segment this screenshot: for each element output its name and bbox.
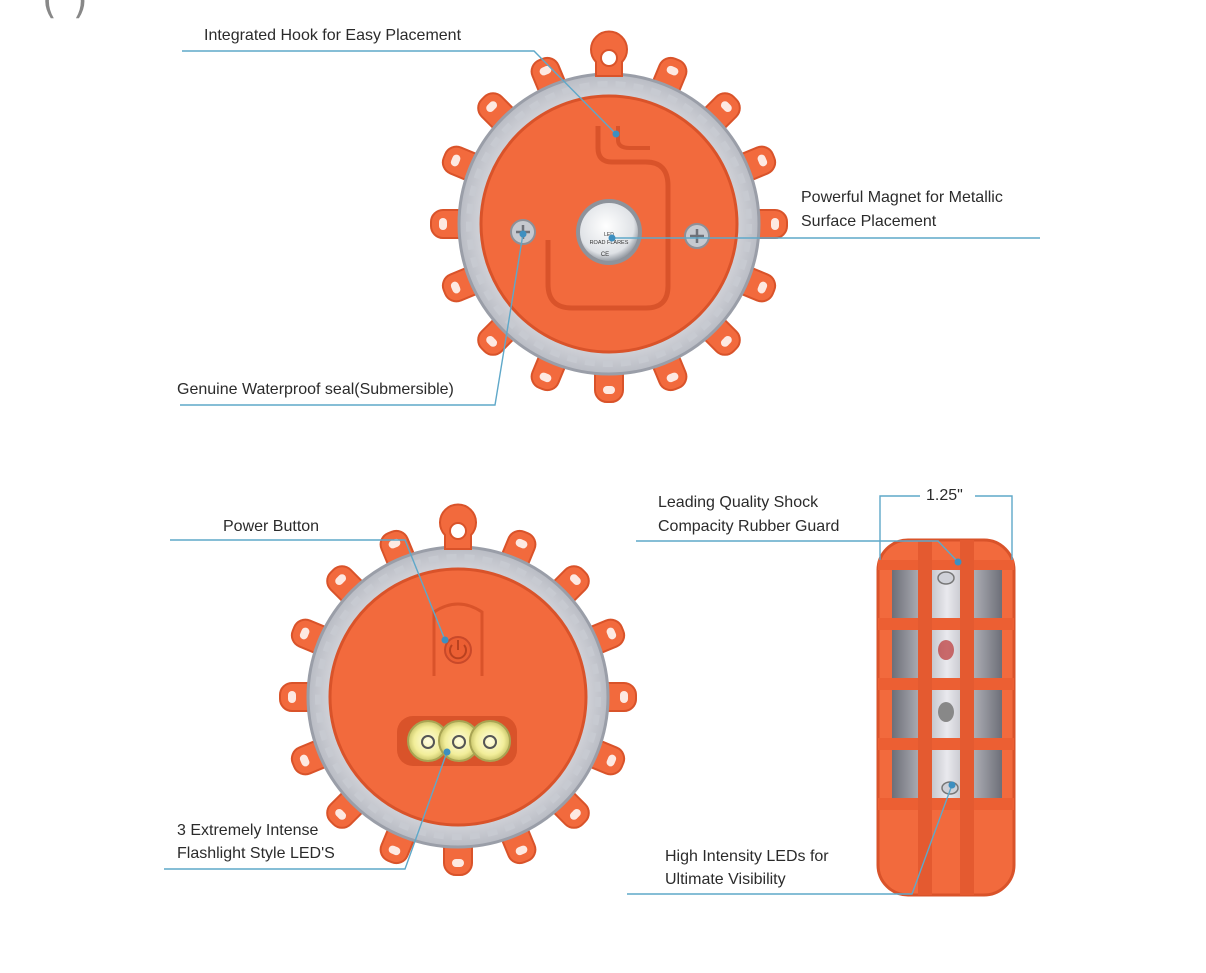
power-button-icon [444,636,472,664]
rubber-tab-slot [299,754,310,767]
rubber-tab-slot [603,386,615,394]
flashlight-callout-line2: Flashlight Style LED'S [177,845,335,862]
rubber-tab-slot [569,574,581,586]
rubber-tab-slot [335,574,347,586]
rubber-tab-slot [439,218,447,230]
magnet-label-ce: CE [601,252,609,258]
rubber-tab-slot [569,808,581,820]
rubber-tab-slot [515,538,528,549]
side-led-icon [937,571,955,585]
hook-callout: Integrated Hook for Easy Placement [204,27,462,44]
side-led-icon [938,640,954,660]
power-callout: Power Button [223,518,320,535]
shock-callout-line1: Leading Quality Shock [658,494,819,511]
rubber-tab-slot [539,372,552,383]
leader-dots [441,130,962,789]
flashlight-led-icon [469,720,511,762]
rubber-tab-slot [388,538,401,549]
rubber-tab-slot [620,691,628,703]
rubber-tab-slot [452,859,464,867]
leds-callout-line1: High Intensity LEDs for [665,848,829,865]
magnet-callout-line2: Surface Placement [801,213,937,230]
seal-callout: Genuine Waterproof seal(Submersible) [177,381,454,398]
rubber-tab-slot [757,281,768,294]
rubber-tab-slot [720,101,732,113]
rubber-tab-slot [666,65,679,76]
rubber-tab-slot [288,691,296,703]
rubber-tab-slot [771,218,779,230]
rubber-tab-slot [666,372,679,383]
leader-lines [164,50,1040,895]
rubber-tab-slot [757,154,768,167]
rubber-tab-slot [450,281,461,294]
leds-callout-line2: Ultimate Visibility [665,871,786,888]
flare-side-view [876,538,1016,897]
magnet-callout-line1: Powerful Magnet for Metallic [801,189,1003,206]
rubber-tab-slot [450,154,461,167]
corner-mark: ( ) [42,0,90,22]
side-led-icon [938,702,954,722]
rubber-tab-slot [539,65,552,76]
dimension-label: 1.25" [926,487,963,504]
rubber-tab-slot [388,845,401,856]
front-plate [328,567,588,827]
rubber-tab-slot [515,845,528,856]
rubber-tab-slot [335,808,347,820]
flashlight-callout-line1: 3 Extremely Intense [177,822,319,839]
tabs-ring [430,56,788,403]
shock-callout-line2: Compacity Rubber Guard [658,518,840,535]
rubber-tab-slot [299,627,310,640]
flare-back-view: LED ROAD FLARES CE [430,30,788,403]
rubber-tab-slot [606,754,617,767]
rubber-tab-slot [486,101,498,113]
rubber-tab-slot [606,627,617,640]
flare-front-view [279,503,637,876]
magnet-label-led: LED [604,232,614,238]
magnet-label-road: ROAD FLARES [590,240,629,246]
rubber-tab-slot [486,335,498,347]
rubber-tab-slot [720,335,732,347]
screw-icon [684,223,710,249]
